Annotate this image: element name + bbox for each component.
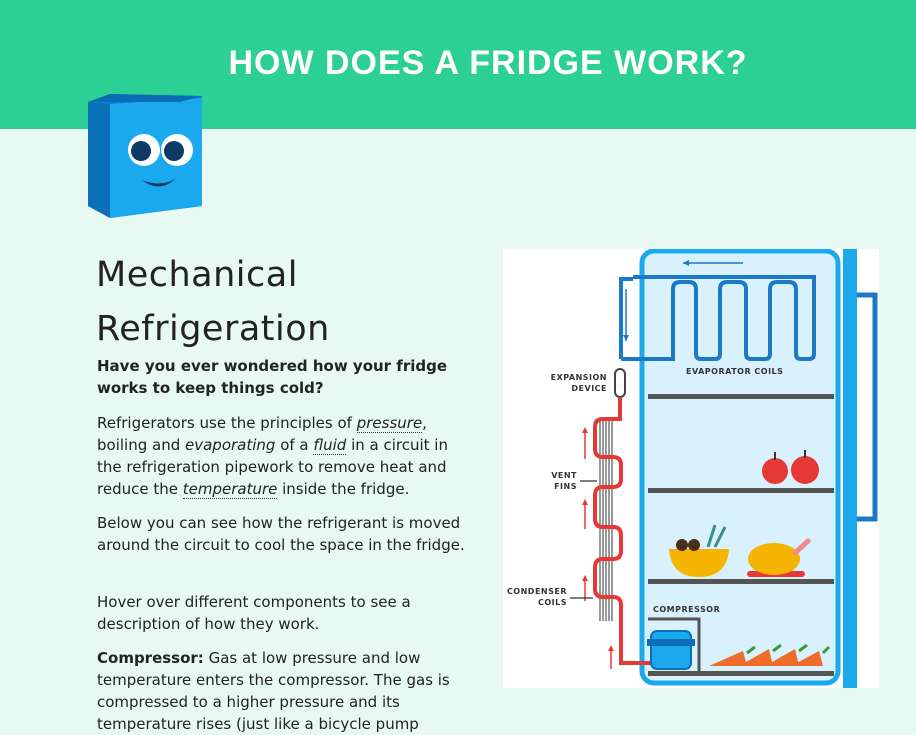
roast-chicken-icon (747, 538, 811, 577)
label-compressor: COMPRESSOR (653, 605, 720, 614)
shelf-3 (648, 579, 834, 584)
door-handle (857, 292, 878, 522)
vent-fins[interactable] (599, 419, 613, 621)
term-pressure[interactable]: pressure (356, 414, 423, 433)
expansion-device[interactable] (614, 368, 626, 398)
label-condenser-1: CONDENSER (507, 587, 567, 596)
label-expansion-1: EXPANSION (551, 373, 607, 382)
carrots-icon (709, 643, 831, 666)
heading-line-1: Mechanical (96, 255, 298, 295)
label-vent-1: VENT (551, 471, 577, 480)
intro-paragraph: Refrigerators use the principles of pres… (97, 412, 477, 500)
evaporator-coils[interactable] (619, 260, 816, 361)
heading-line-2: Refrigeration (96, 309, 330, 349)
compressor[interactable] (647, 617, 701, 671)
circuit-paragraph: Below you can see how the refrigerant is… (97, 514, 465, 554)
para1-text-4: in a circuit in the refrigeration pipewo… (97, 436, 448, 498)
shelf-1 (648, 394, 834, 399)
term-temperature[interactable]: temperature (182, 480, 278, 499)
page-title: HOW DOES A FRIDGE WORK? (228, 44, 748, 82)
shelf-4 (648, 671, 834, 676)
compressor-description-label: Compressor: (97, 649, 204, 667)
hover-instruction: Hover over different components to see a… (97, 593, 411, 633)
para1-text-5: inside the fridge. (277, 480, 410, 498)
term-evaporating: evaporating (185, 436, 276, 454)
fridge-door (843, 249, 857, 689)
term-fluid[interactable]: fluid (313, 436, 347, 455)
shelf-2 (648, 488, 834, 493)
label-evaporator: EVAPORATOR COILS (686, 367, 783, 376)
para1-text-1: Refrigerators use the principles of (97, 414, 357, 432)
fridge-diagram: EVAPORATOR COILS EXPANSION DEVICE VENT F… (503, 248, 879, 689)
label-vent-2: FINS (554, 482, 577, 491)
para1-text-2: , boiling and (97, 414, 427, 454)
label-expansion-2: DEVICE (571, 384, 607, 393)
fridge-mascot-icon (76, 88, 206, 224)
intro-question: Have you ever wondered how your fridge w… (97, 357, 448, 397)
para1-text-3: of a (275, 436, 314, 454)
section-heading: Mechanical Refrigeration (96, 248, 330, 356)
compressor-description: Compressor: Gas at low pressure and low … (97, 647, 477, 735)
bowl-icon (669, 524, 729, 577)
condenser-coils[interactable] (582, 397, 653, 669)
label-condenser-2: COILS (538, 598, 567, 607)
apples-icon (762, 450, 819, 484)
